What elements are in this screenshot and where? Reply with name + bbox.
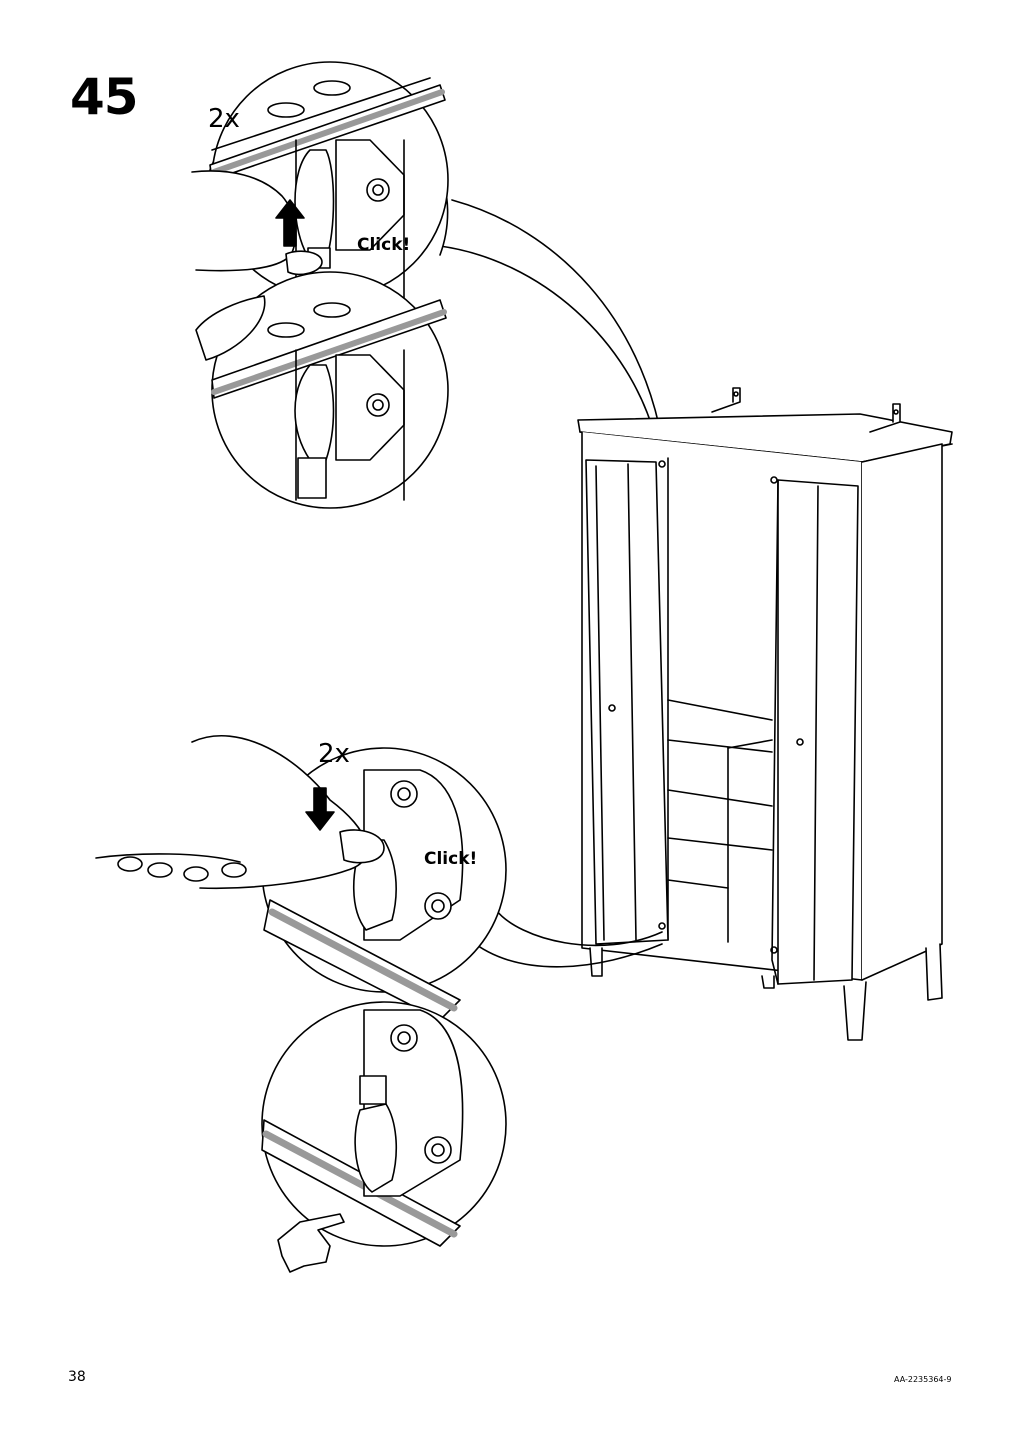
step-number: 45 — [70, 68, 139, 126]
arrow-down-icon — [305, 787, 335, 831]
bottom-click-label: Click! — [424, 849, 477, 869]
top-click-label: Click! — [357, 235, 410, 255]
document-code: AA-2235364-9 — [894, 1375, 952, 1384]
bottom-detail-click-down — [95, 734, 663, 1273]
arrow-up-icon — [275, 199, 305, 247]
hinge-icon — [294, 139, 405, 301]
cabinet-icon — [577, 387, 953, 1041]
page-number: 38 — [68, 1369, 86, 1385]
hand-pointing-icon — [277, 1213, 345, 1273]
top-quantity-label: 2x — [208, 104, 240, 134]
bottom-quantity-label: 2x — [318, 739, 350, 769]
rail-top-a — [209, 77, 446, 181]
rail-top-b — [211, 299, 447, 399]
top-detail-click-up — [191, 61, 663, 509]
